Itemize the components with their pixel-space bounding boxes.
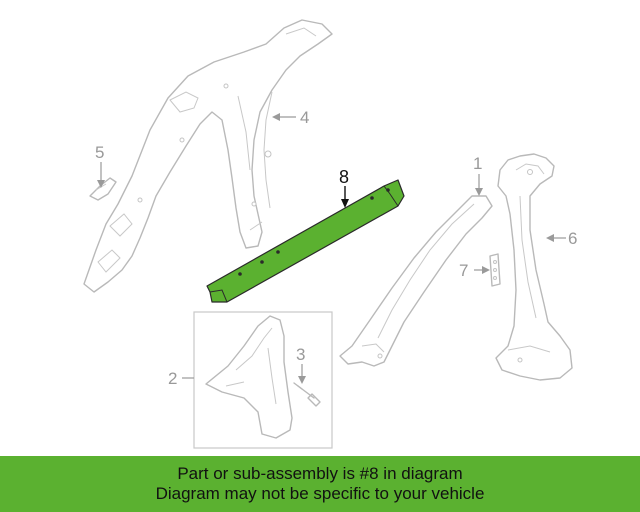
- part-3-bolt: [293, 382, 321, 407]
- callout-1: 1: [473, 154, 483, 196]
- parts-diagram: 4 5 8 1 6 7 2 3: [83, 19, 577, 449]
- part-6-b-pillar: [495, 153, 573, 381]
- callout-3-label: 3: [296, 345, 305, 364]
- callout-6-label: 6: [568, 229, 577, 248]
- callout-6: 6: [546, 229, 577, 248]
- callout-7: 7: [459, 261, 490, 280]
- callout-5: 5: [95, 143, 105, 188]
- callout-4: 4: [272, 108, 309, 127]
- info-banner: Part or sub-assembly is #8 in diagram Di…: [0, 456, 640, 512]
- part-7-plate: [489, 253, 501, 287]
- callout-8-label: 8: [339, 167, 349, 187]
- callout-7-label: 7: [459, 261, 468, 280]
- part-8-highlighted-rail: [206, 179, 405, 303]
- banner-line-1: Part or sub-assembly is #8 in diagram: [177, 464, 463, 483]
- callout-3: 3: [296, 345, 306, 384]
- part-2-inner-panel: [193, 311, 333, 449]
- callout-2: 2: [168, 369, 194, 388]
- banner-line-2: Diagram may not be specific to your vehi…: [155, 484, 485, 503]
- callout-1-label: 1: [473, 154, 482, 173]
- callout-4-label: 4: [300, 108, 309, 127]
- callout-8: 8: [339, 167, 349, 208]
- part-4-a-pillar: [83, 19, 333, 293]
- part-1-pillar: [339, 195, 493, 367]
- callout-5-label: 5: [95, 143, 104, 162]
- callout-2-label: 2: [168, 369, 177, 388]
